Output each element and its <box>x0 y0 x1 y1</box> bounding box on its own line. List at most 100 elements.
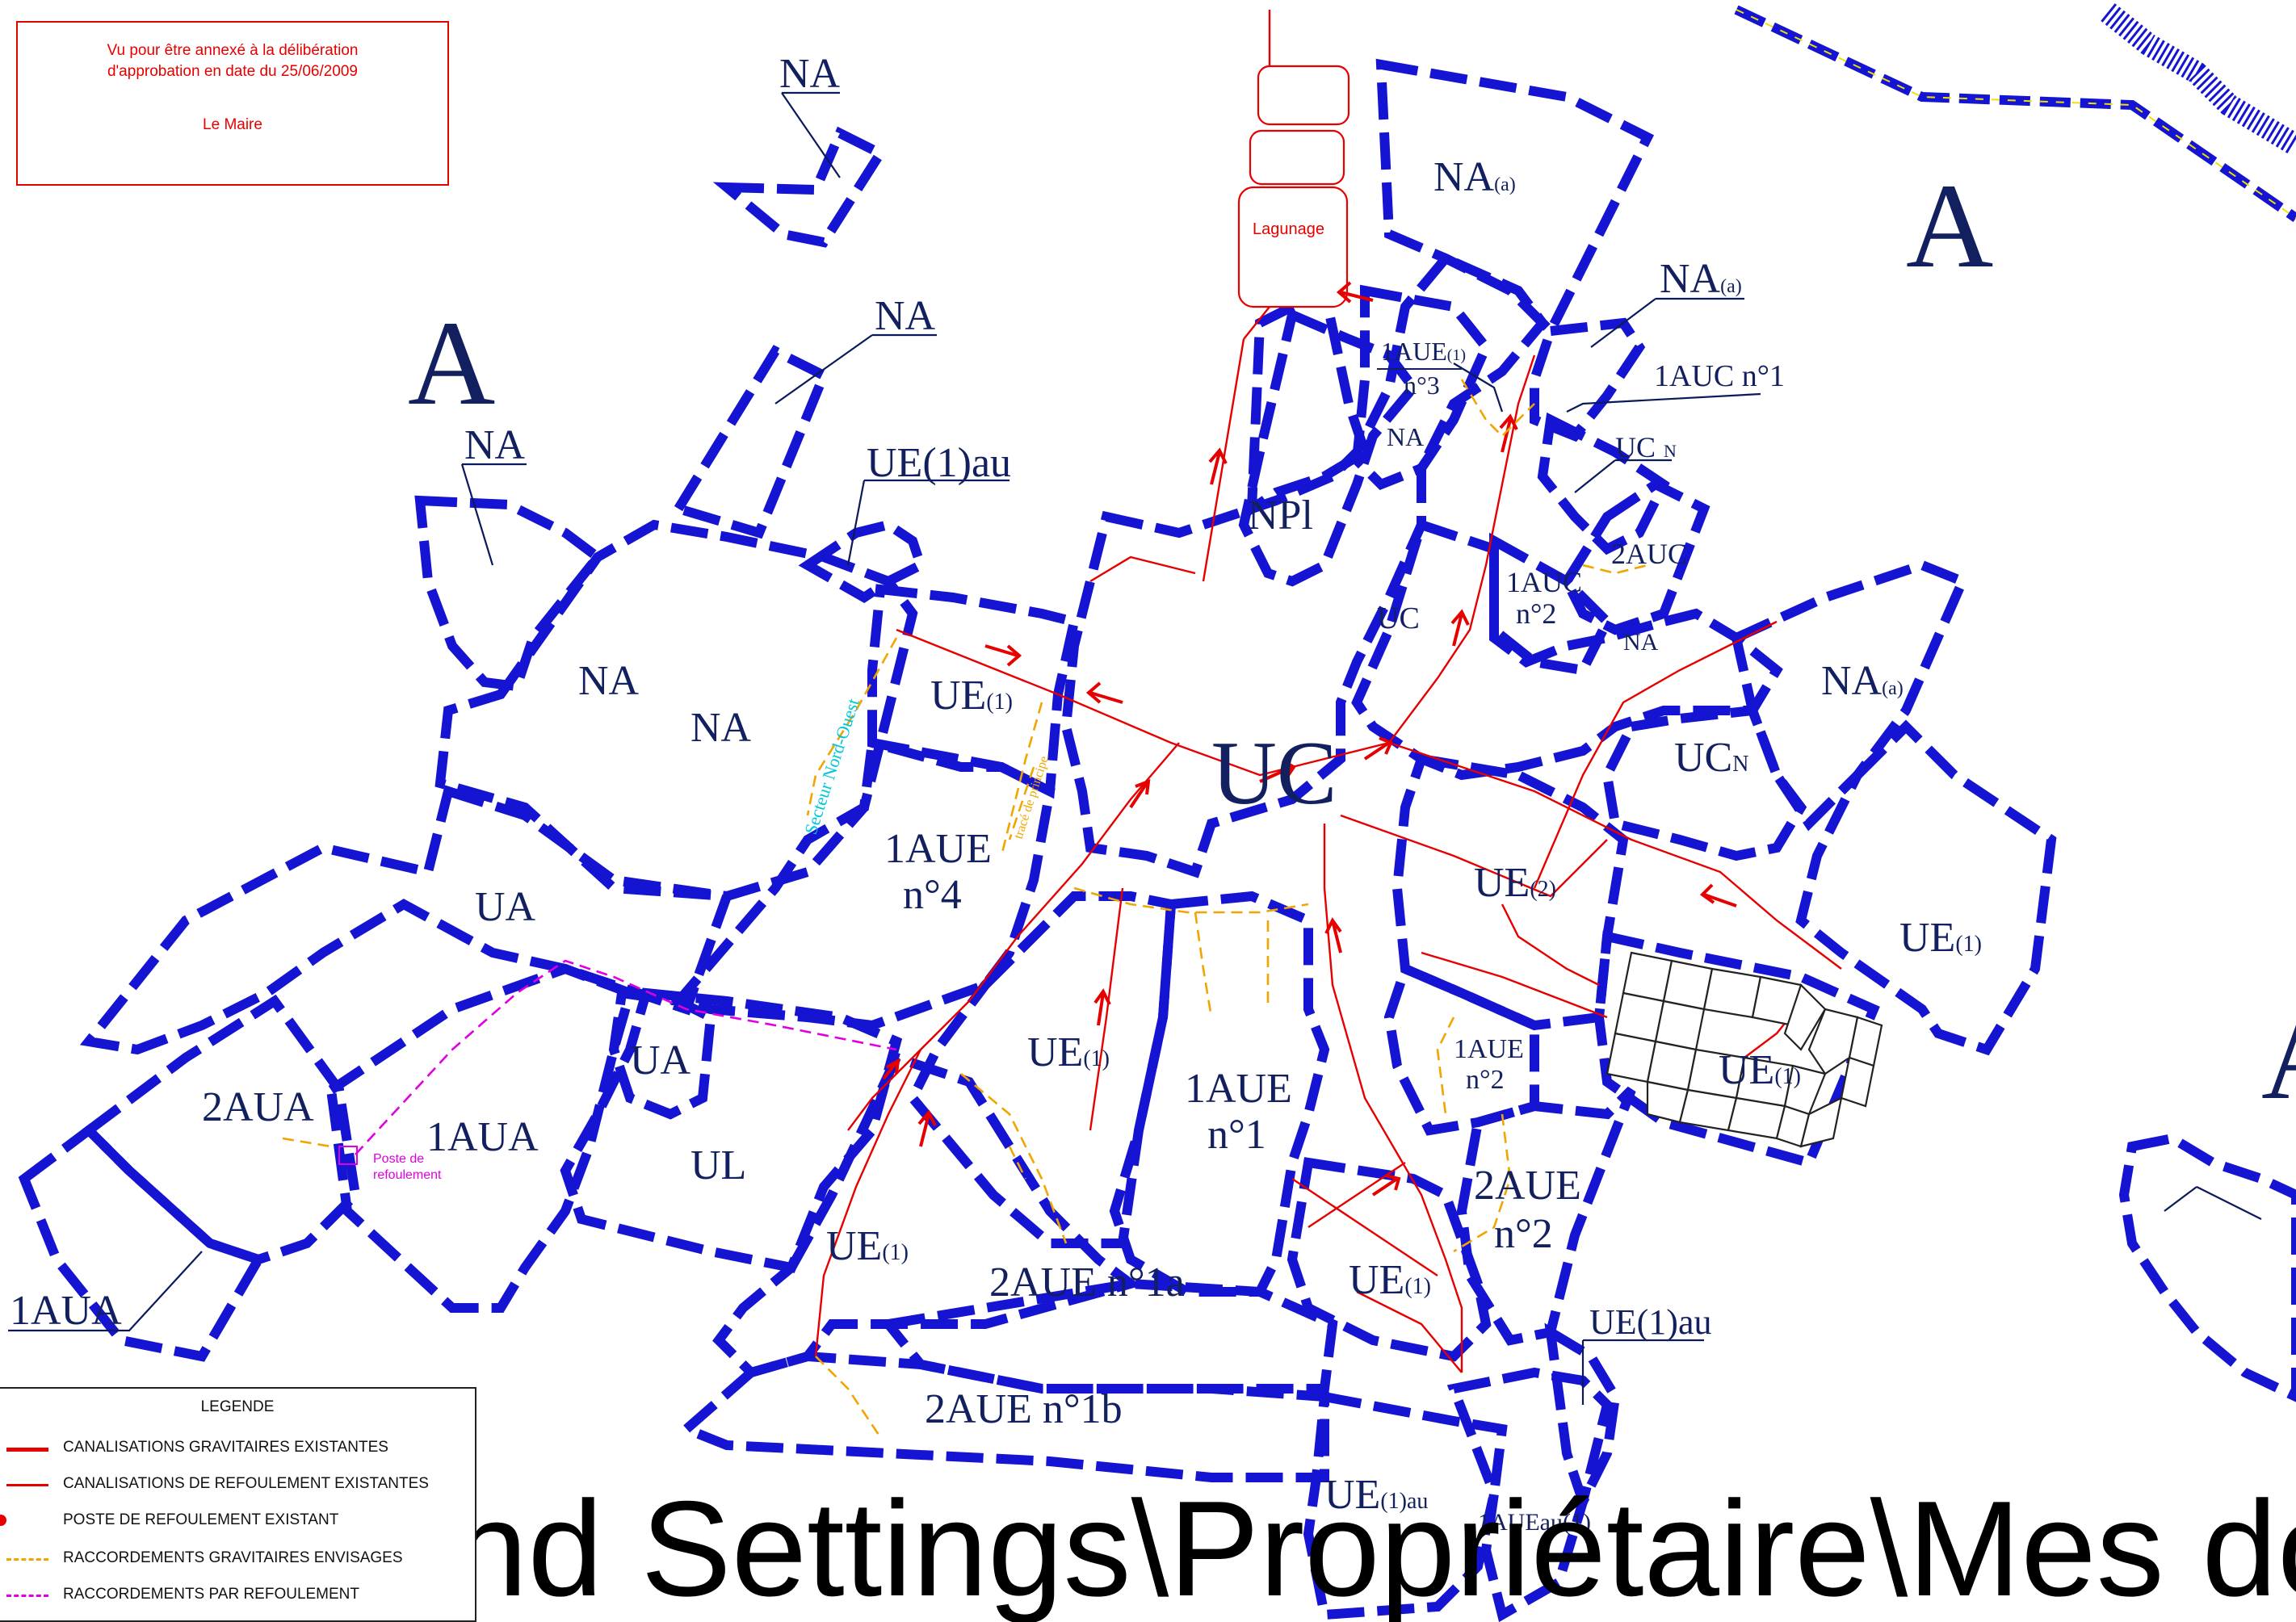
zone-label-a-far-right: A <box>2261 991 2296 1125</box>
zone-label-na-top: NA <box>779 51 841 97</box>
zone-ue1-east <box>1795 719 2057 1056</box>
pipe-ne-branch <box>1533 620 1778 889</box>
planned-connection <box>806 637 898 816</box>
stamp-line-2: d'approbation en date du 25/06/2009 <box>107 63 358 80</box>
flow-arrow <box>1336 281 1374 304</box>
approval-stamp: Vu pour être annexé à la délibération d'… <box>16 21 449 186</box>
zone-label-aueau-2: 1AUEau(1) <box>1478 1509 1591 1536</box>
flow-arrow <box>1363 736 1393 761</box>
zone-label-ue1au-se: UE(1)au <box>1589 1302 1712 1342</box>
planned-connection <box>1008 766 1035 840</box>
planned-connection <box>1073 886 1309 914</box>
zone-label-ua-small: UA <box>630 1037 691 1083</box>
flow-arrow <box>1208 447 1228 485</box>
zone-ue1-center <box>906 891 1177 1248</box>
zone-label-a-right: A <box>1906 159 1993 293</box>
refoulement-line <box>355 959 897 1155</box>
zone-label-na-tiny: NA <box>1623 629 1659 656</box>
zone-far-right <box>2118 1133 2296 1402</box>
flow-arrow <box>917 1109 937 1147</box>
zone-labels: A A A UC NA NA NA NA NA NA(a) NA(a) NA(a… <box>10 51 2296 1536</box>
zone-label-uc-n-mid: UCN <box>1674 735 1748 781</box>
zone-label-aue1-n4: 1AUE <box>884 826 992 872</box>
zone-na-left <box>414 495 605 692</box>
zone-label-ue1-south: UE(1) <box>1349 1257 1431 1303</box>
zone-auc1-n1 <box>1530 317 1646 442</box>
poste-label-2: refoulement <box>373 1168 442 1182</box>
pipe-east-1 <box>1388 741 1842 970</box>
refoulement-lines <box>338 959 897 1165</box>
zone-label-na-small: NA <box>1387 422 1424 451</box>
zone-na-a-top <box>1375 58 1655 340</box>
zone-label-ue1au-top: UE(1)au <box>867 440 1011 486</box>
zone-label-aue1-n3-num: n°3 <box>1404 371 1440 400</box>
lagunage-basin-1 <box>1257 65 1350 126</box>
zone-aue1-n4 <box>669 736 1056 1031</box>
legend-label: CANALISATIONS GRAVITAIRES EXISTANTES <box>63 1439 388 1456</box>
leader-na-top <box>781 91 841 178</box>
pipe-sw-1 <box>814 1049 922 1357</box>
flow-arrow <box>984 644 1022 667</box>
zone-label-ue1-sw: UE(1) <box>826 1223 909 1269</box>
zone-label-aue2-n1b: 2AUE n°1b <box>925 1386 1123 1432</box>
zone-label-uc-east: UC <box>1377 601 1420 635</box>
flow-arrows <box>882 281 1737 1197</box>
zone-label-uc-center: UC <box>1211 723 1337 824</box>
legend-item-poste: POSTE DE REFOULEMENT EXISTANT <box>0 1510 476 1534</box>
zone-label-ue1-block: UE(1) <box>1719 1047 1801 1093</box>
pipe-south-cross <box>1291 1178 1438 1276</box>
zone-ua-small <box>608 987 716 1120</box>
stamp-signature: Le Maire <box>203 116 262 133</box>
zone-label-ul: UL <box>690 1142 746 1188</box>
zone-ue1au-top <box>798 519 927 604</box>
flow-arrow <box>1324 917 1342 954</box>
zone-uc-n-top <box>1537 412 1670 555</box>
pipe-npl-loop <box>1089 555 1196 583</box>
pipe-north-east <box>1388 354 1536 744</box>
pipe-east-3 <box>1501 903 1600 987</box>
pipe-south-cross3 <box>1308 1162 1406 1228</box>
legend-item-raccordement-refoulement: RACCORDEMENTS PAR REFOULEMENT <box>0 1584 476 1608</box>
poste-label-1: Poste de <box>373 1152 424 1166</box>
zone-label-aue2-n2: 2AUE <box>1474 1163 1581 1209</box>
callout-leaders <box>8 91 2262 1405</box>
zone-label-aue1-n2: 1AUE <box>1454 1034 1524 1064</box>
lagunage-basin-3 <box>1237 186 1349 308</box>
pipe-south-main <box>1323 824 1463 1373</box>
planned-pressure-connection-symbol-icon <box>6 1595 48 1597</box>
leader-ue1au <box>846 479 1009 566</box>
pipe-vertical-1 <box>1089 887 1124 1131</box>
flow-arrow <box>1259 759 1296 783</box>
zone-label-na-left: NA <box>464 422 526 468</box>
zone-label-na-big1: NA <box>578 658 640 704</box>
planned-connections <box>282 379 1648 1438</box>
lagunage-basin-2 <box>1249 129 1345 186</box>
zone-auc1-n2 <box>1489 532 1614 676</box>
flow-arrow <box>1129 778 1151 809</box>
leader-uc-n <box>1574 459 1672 493</box>
leader-na-left <box>460 463 527 566</box>
planned-connection <box>1436 1016 1455 1115</box>
zone-label-aua2: 2AUA <box>202 1084 314 1130</box>
legend-label: RACCORDEMENTS PAR REFOULEMENT <box>63 1586 360 1603</box>
legend-label: RACCORDEMENTS GRAVITAIRES ENVISAGES <box>63 1549 403 1566</box>
leader-aua1 <box>8 1251 203 1332</box>
zone-lagunage-east <box>1238 308 1420 587</box>
planned-connection <box>1008 1146 1027 1180</box>
legend-label: CANALISATIONS DE REFOULEMENT EXISTANTES <box>63 1475 429 1492</box>
sewer-network <box>814 338 1842 1373</box>
leader-auc1-n1 <box>1566 392 1761 413</box>
planned-connection <box>1000 702 1043 857</box>
pipe-south-cross2 <box>1356 1290 1463 1373</box>
zone-label-ue1-upper: UE(1) <box>930 673 1013 719</box>
pipe-east-4 <box>1421 951 1608 1019</box>
gravity-pipe-symbol-icon <box>6 1448 48 1452</box>
zone-auc2 <box>1561 479 1710 635</box>
planned-connection <box>1582 564 1648 575</box>
zone-label-a-left: A <box>408 296 495 430</box>
zone-label-aue2-n2-num: n°2 <box>1494 1211 1553 1257</box>
poste-refoulement-marker <box>338 1146 358 1165</box>
zone-label-na-a-top: NA(a) <box>1433 154 1516 200</box>
